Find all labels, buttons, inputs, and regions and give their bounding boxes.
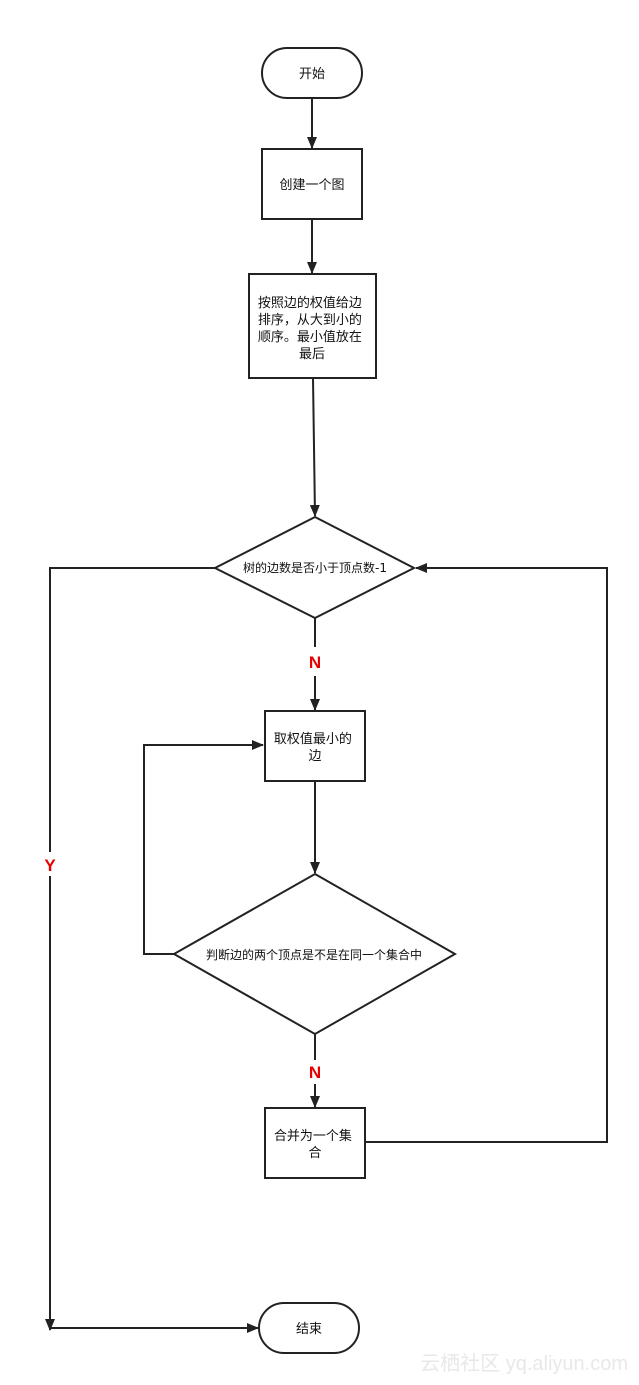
node-merge-set-label: 合并为一个集 合 <box>274 1128 356 1161</box>
label-same-set-no: N <box>309 1063 321 1082</box>
node-check-edge-count-label: 树的边数是否小于顶点数-1 <box>243 560 387 575</box>
node-sort-edges-line: 排序，从大到小的 <box>258 312 362 328</box>
node-create-graph: 创建一个图 <box>261 148 363 220</box>
node-check-edge-count: 树的边数是否小于顶点数-1 <box>212 515 417 620</box>
node-merge-set: 合并为一个集 合 <box>264 1107 366 1179</box>
node-check-same-set-line: 判断边的两个顶点是不是在同一个集合中 <box>206 947 422 962</box>
node-create-graph-line: 创建一个图 <box>279 178 344 193</box>
node-create-graph-label: 创建一个图 <box>279 178 344 193</box>
label-check-count-no: N <box>309 653 321 672</box>
node-end-line: 结束 <box>296 1322 322 1337</box>
node-start: 开始 <box>261 47 363 99</box>
node-sort-edges-line: 最后 <box>299 347 325 362</box>
node-start-label: 开始 <box>299 67 325 82</box>
node-end: 结束 <box>258 1302 360 1354</box>
node-take-min-edge-label: 取权值最小的 边 <box>274 731 356 764</box>
node-sort-edges-line: 顺序。最小值放在 <box>258 329 362 345</box>
node-sort-edges-label: 按照边的权值给边 排序，从大到小的 顺序。最小值放在 最后 <box>258 295 366 362</box>
edge-check-count-yes <box>49 567 215 852</box>
edge-sort-to-check-count <box>309 377 320 517</box>
node-check-same-set-label: 判断边的两个顶点是不是在同一个集合中 <box>206 947 422 962</box>
node-check-same-set: 判断边的两个顶点是不是在同一个集合中 <box>171 872 458 1036</box>
node-sort-edges-line: 按照边的权值给边 <box>258 295 362 311</box>
node-take-min-edge-line: 边 <box>308 749 321 764</box>
node-take-min-edge-line: 取权值最小的 <box>274 731 352 747</box>
node-end-label: 结束 <box>296 1322 322 1337</box>
node-check-edge-count-line: 树的边数是否小于顶点数-1 <box>243 560 387 575</box>
node-sort-edges: 按照边的权值给边 排序，从大到小的 顺序。最小值放在 最后 <box>248 273 377 379</box>
node-merge-set-line: 合 <box>308 1146 321 1161</box>
node-take-min-edge: 取权值最小的 边 <box>264 710 366 782</box>
node-start-line: 开始 <box>299 67 325 82</box>
label-check-count-yes: Y <box>44 856 56 875</box>
node-merge-set-line: 合并为一个集 <box>274 1128 352 1144</box>
edge-merge-loop-back <box>365 563 608 1143</box>
edge-check-set-yes-loop <box>143 740 264 955</box>
watermark-text: 云栖社区 yq.aliyun.com <box>420 1352 628 1375</box>
